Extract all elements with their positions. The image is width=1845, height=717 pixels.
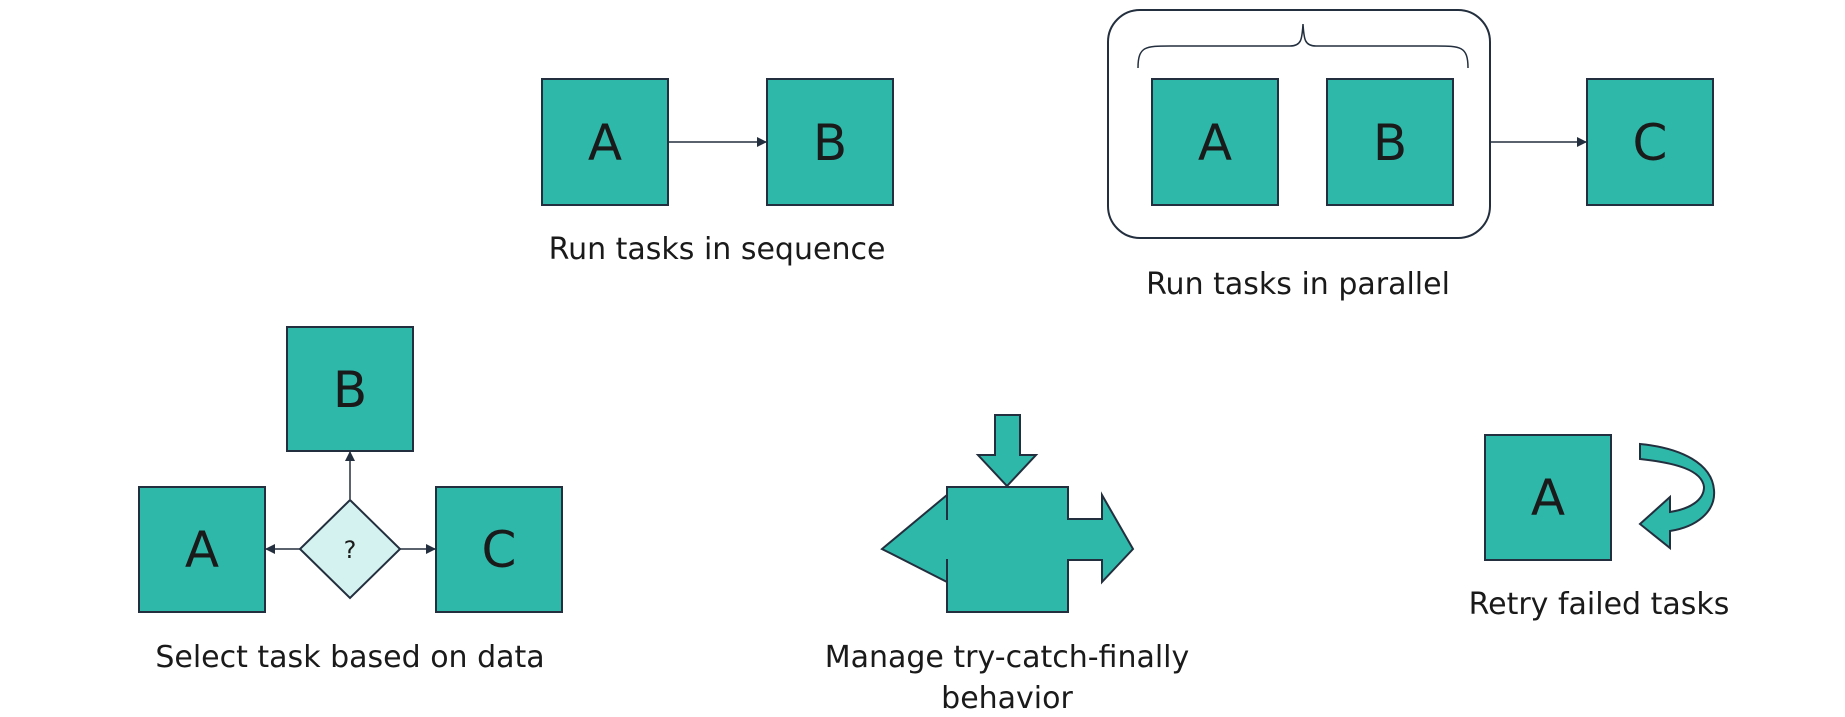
sequence-task-a-label: A — [588, 114, 622, 172]
try-catch-task-box — [946, 486, 1069, 613]
parallel-task-a-box — [1151, 78, 1279, 206]
choice-group: B A ? C Select task based on data — [138, 326, 563, 675]
parallel-caption: Run tasks in parallel — [1146, 267, 1450, 302]
retry-group: A Retry failed tasks — [1469, 434, 1730, 622]
try-catch-left-arrow-icon — [880, 492, 948, 584]
try-catch-down-arrow-icon — [975, 414, 1039, 488]
sequence-task-b-box — [766, 78, 894, 206]
parallel-task-b-label: B — [1373, 114, 1407, 172]
retry-task-a-box — [1484, 434, 1612, 561]
try-catch-caption-line1: Manage try-catch-finally — [825, 640, 1190, 675]
try-catch-right-arrow-icon — [1067, 491, 1135, 585]
choice-task-c-box — [435, 486, 563, 613]
choice-decision-label: ? — [344, 536, 357, 564]
parallel-task-c-label: C — [1633, 114, 1668, 172]
choice-caption: Select task based on data — [155, 640, 544, 675]
choice-task-a-label: A — [185, 521, 219, 579]
sequence-task-b-label: B — [813, 114, 847, 172]
try-catch-group: Manage try-catch-finally behavior — [825, 414, 1190, 716]
choice-decision-diamond — [298, 498, 402, 600]
parallel-task-b-box — [1326, 78, 1454, 206]
sequence-group: A B Run tasks in sequence — [541, 78, 894, 267]
parallel-brace — [1137, 23, 1469, 69]
choice-task-c-label: C — [482, 521, 517, 579]
parallel-group: A B C Run tasks in parallel — [1107, 9, 1714, 302]
retry-loop-arrow-icon — [1638, 442, 1716, 551]
parallel-task-a-label: A — [1198, 114, 1232, 172]
try-catch-caption-line2: behavior — [941, 681, 1073, 716]
parallel-task-c-box — [1586, 78, 1714, 206]
retry-task-a-label: A — [1531, 469, 1565, 527]
choice-task-b-box — [286, 326, 414, 452]
sequence-caption: Run tasks in sequence — [549, 232, 886, 267]
choice-task-b-label: B — [333, 361, 367, 419]
retry-caption: Retry failed tasks — [1469, 587, 1730, 622]
sequence-task-a-box — [541, 78, 669, 206]
